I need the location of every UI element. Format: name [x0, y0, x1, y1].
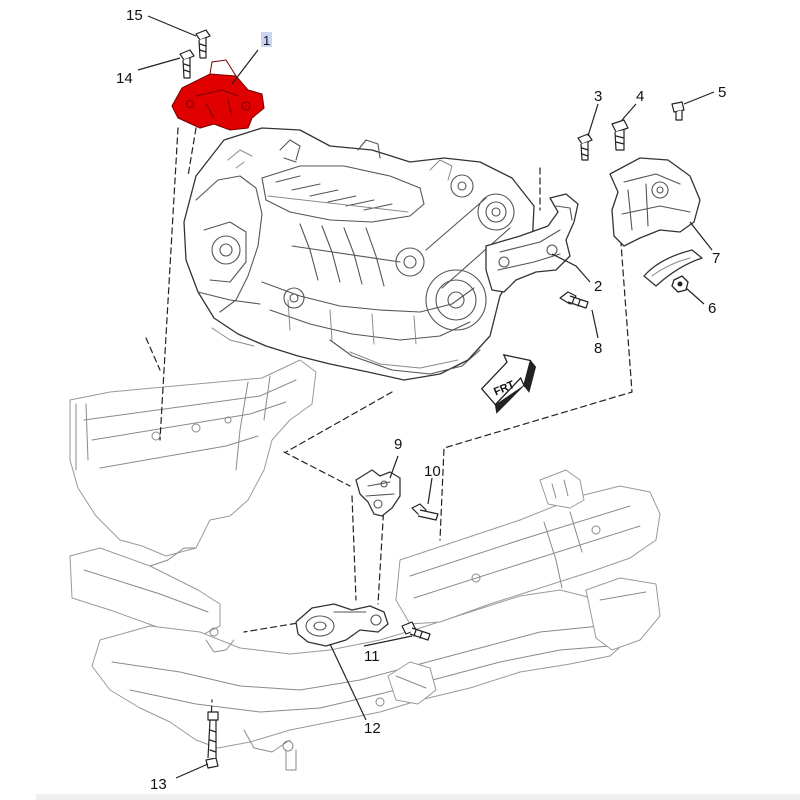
assembly-guide-lines: [145, 127, 633, 743]
bolt-15[interactable]: [195, 29, 211, 59]
engine-transmission-assembly: [183, 127, 535, 381]
engine-mount-assembly[interactable]: [609, 157, 703, 287]
nut-6[interactable]: [671, 275, 689, 293]
lower-torque-strut[interactable]: [295, 603, 389, 647]
bolt-14[interactable]: [179, 49, 195, 79]
callout-9: 9: [394, 436, 402, 453]
callout-1: 1: [263, 33, 270, 48]
callout-labels: 1 2 3 4 5 6 7 8 9 10 11 12 13 14 15: [116, 7, 726, 793]
callout-1-highlight: [261, 32, 272, 47]
bolt-5[interactable]: [671, 101, 685, 121]
callout-13: 13: [150, 776, 167, 793]
callout-14: 14: [116, 70, 133, 87]
front-subframe: [69, 359, 661, 771]
bolt-8[interactable]: [559, 291, 589, 309]
callout-7: 7: [712, 250, 720, 267]
transmission-mount-highlighted[interactable]: [171, 59, 265, 131]
bolt-13[interactable]: [205, 711, 219, 769]
bolt-3[interactable]: [577, 133, 593, 161]
callout-12: 12: [364, 720, 381, 737]
lower-mount-bracket[interactable]: [355, 469, 401, 517]
leader-lines: [137, 15, 715, 779]
callout-5: 5: [718, 84, 726, 101]
callout-2: 2: [594, 278, 602, 295]
callout-10: 10: [424, 463, 441, 480]
bottom-scroll-strip: [36, 794, 800, 800]
callout-15: 15: [126, 7, 143, 24]
engine-mount-bracket[interactable]: [485, 193, 579, 293]
bolt-4[interactable]: [611, 119, 629, 151]
callout-8: 8: [594, 340, 602, 357]
callout-11: 11: [364, 648, 380, 665]
bolt-10[interactable]: [411, 503, 439, 521]
callout-3: 3: [594, 88, 602, 105]
front-direction-arrow: FRT: [480, 353, 537, 414]
callout-6: 6: [708, 300, 716, 317]
callout-4: 4: [636, 88, 644, 105]
bolt-11[interactable]: [401, 621, 431, 641]
